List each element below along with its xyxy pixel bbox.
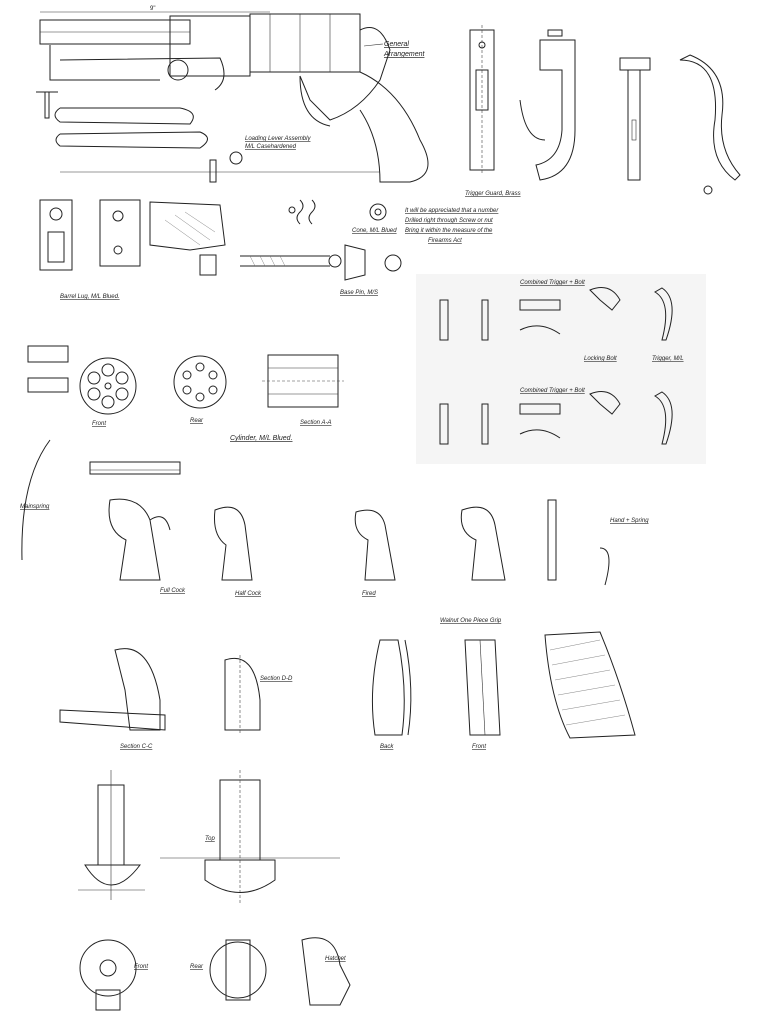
full-cock-label: Full Cock [160,588,186,594]
section-dd-label: Section D-D [260,676,293,682]
trigger-outlined-label: Trigger, M/L [652,356,684,362]
trigger-bolt-panel: Combined Trigger + Bolt Locking Bolt Tri… [416,274,706,464]
rear-view-label: Rear [190,964,204,970]
cylinder-drawing: Front Rear Section A-A Cylinder, M/L Blu… [27,345,344,442]
fired-label: Fired [362,591,376,597]
cylinder-rear-label: Rear [190,418,204,424]
mainspring-label: Mainspring [20,504,50,510]
hammer-positions-drawing: Full Cock Half Cock Fired Hand + Spring [108,498,649,597]
base-pin-title: Base Pin, M/S [340,290,378,296]
cone-label: Cone, M/L Blued [352,228,397,234]
general-arrangement-drawing: 9" General Arrangement Loading Lever Ass… [36,6,429,183]
section-aa-label: Section A-A [300,420,331,426]
hand-spring-label: Hand + Spring [610,518,649,524]
mainspring-drawing: Mainspring [20,439,181,561]
trigger-guard-title: Trigger Guard, Brass [465,191,521,197]
section-cc-label: Section C-C [120,744,153,750]
trigger-guard-drawing: Trigger Guard, Brass [465,25,576,197]
combined-trigger-bolt-label-2: Combined Trigger + Bolt [520,388,585,394]
hatchet-label: Hatchet [325,956,346,962]
general-arrangement-title: General [384,41,409,48]
half-cock-label: Half Cock [235,591,262,597]
loading-lever-label: Loading Lever Assembly [245,136,311,142]
top-label: Top [205,836,215,842]
sections-drawing: Section C-C Section D-D [59,648,293,750]
grip-front-label: Front [472,744,486,750]
butt-strap-drawing [619,54,741,195]
frame-bottom-drawing: Top Front Rear Hatchet [78,770,351,1011]
barrel-lug-drawing: Barrel Lug, M/L Blued. Cone, M/L Blued B… [39,199,499,300]
cylinder-front-label: Front [92,421,106,427]
loading-lever-sublabel: M/L Casehardened [245,144,297,150]
combined-trigger-bolt-label: Combined Trigger + Bolt [520,280,585,286]
barrel-lug-title: Barrel Lug, M/L Blued. [60,294,120,300]
frame-length-dim: 9" [150,6,155,12]
cylinder-title: Cylinder, M/L Blued. [230,435,293,442]
grip-back-label: Back [380,744,394,750]
front-view-label: Front [134,964,148,970]
locking-bolt-label: Locking Bolt [584,356,617,362]
general-arrangement-subtitle: Arrangement [383,51,426,58]
note-line-a: It will be appreciated that a number [405,208,499,214]
walnut-grip-drawing: Walnut One Piece Grip Back Front [371,618,636,750]
note-line-d: Firearms Act [428,238,462,244]
note-line-c: Bring it within the measure of the [405,228,493,234]
note-line-b: Drilled right through Screw or nut [405,218,493,224]
walnut-grip-title: Walnut One Piece Grip [440,618,502,624]
